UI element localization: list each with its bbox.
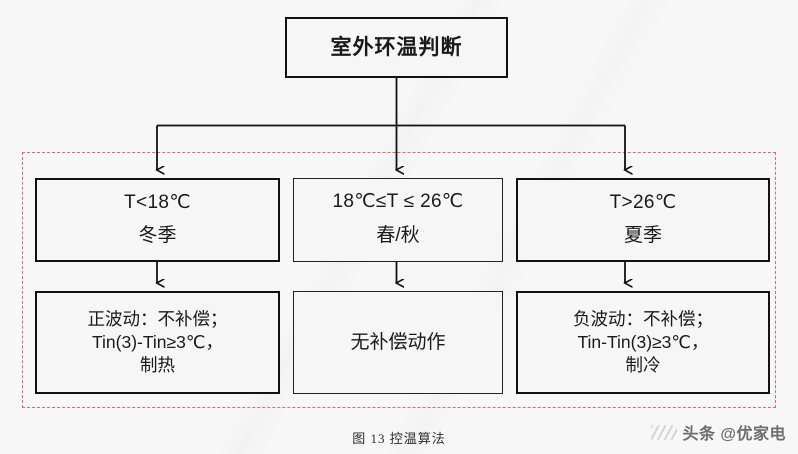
node-action-cooling-line-1: 负波动：不补偿； <box>573 308 713 329</box>
node-action-heating-line-1: 正波动：不补偿； <box>87 308 228 329</box>
node-condition-summer-season: 夏季 <box>623 224 662 246</box>
node-condition-spring-autumn-range: 18℃≤T ≤ 26℃ <box>332 191 464 213</box>
node-outdoor-temp-decision: 室外环温判断 <box>285 17 508 78</box>
node-action-cooling: 负波动：不补偿； Tin-Tin(3)≥3℃， 制冷 <box>516 291 770 394</box>
node-condition-winter-season: 冬季 <box>138 224 177 246</box>
watermark-text: 头条 @优家电 <box>682 426 786 443</box>
node-action-heating: 正波动：不补偿； Tin(3)-Tin≥3℃， 制热 <box>35 291 280 394</box>
watermark: 头条 @优家电 <box>651 420 786 444</box>
dashed-group-region <box>22 152 776 408</box>
node-condition-winter-range: T<18℃ <box>124 191 191 213</box>
node-action-heating-line-2: Tin(3)-Tin≥3℃， <box>91 331 224 352</box>
node-outdoor-temp-decision-label: 室外环温判断 <box>330 35 463 59</box>
node-condition-summer: T>26℃ 夏季 <box>516 178 770 262</box>
node-action-heating-line-3: 制热 <box>140 355 175 376</box>
node-condition-spring-autumn: 18℃≤T ≤ 26℃ 春/秋 <box>293 178 503 262</box>
node-condition-summer-range: T>26℃ <box>609 191 677 213</box>
node-condition-spring-autumn-season: 春/秋 <box>376 225 420 247</box>
node-action-cooling-line-2: Tin-Tin(3)≥3℃， <box>577 331 709 352</box>
figure-caption: 图 13 控温算法 <box>352 431 446 446</box>
node-action-cooling-line-3: 制冷 <box>625 355 661 376</box>
node-action-no-compensation: 无补偿动作 <box>293 291 503 394</box>
watermark-slash-icon <box>651 424 678 440</box>
node-condition-winter: T<18℃ 冬季 <box>35 178 280 262</box>
node-action-no-compensation-line-1: 无补偿动作 <box>350 331 446 353</box>
